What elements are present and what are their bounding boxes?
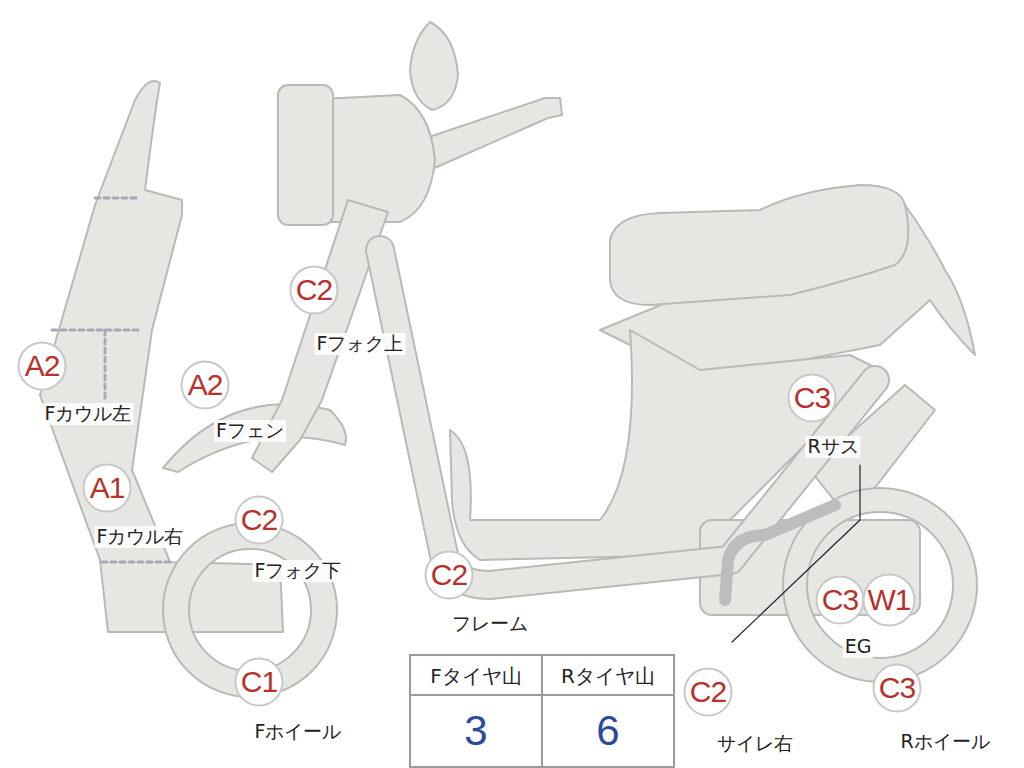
rear-wheel [795, 500, 965, 670]
panel-seam [102, 561, 172, 564]
mirror [410, 22, 458, 110]
damage-code: A2 [25, 351, 60, 381]
table-header: Rタイヤ山 [561, 666, 655, 686]
damage-callout: W1 [862, 573, 916, 627]
table-frame [410, 655, 674, 767]
part-name: フレーム [450, 613, 530, 635]
table-value: 6 [596, 710, 619, 752]
table-value: 3 [464, 710, 487, 752]
damage-callout: C3Rホイール [872, 663, 922, 713]
damage-callout: C2Fフォク上 [289, 265, 339, 315]
damage-callout: A2Fフェン [180, 360, 230, 410]
damage-code: A1 [90, 473, 125, 503]
table-header: Fタイヤ山 [430, 666, 522, 686]
table-grid [410, 655, 674, 767]
damage-code: C3 [794, 383, 830, 413]
part-name: Rサス [805, 436, 860, 458]
damage-callout: C2フレーム [424, 550, 474, 600]
headlight [278, 85, 333, 225]
exhaust-pipe [725, 505, 835, 600]
part-name: Fカウル左 [43, 403, 134, 425]
damage-code: C3 [822, 585, 858, 615]
part-name: Fホイール [253, 721, 344, 743]
damage-code: C2 [296, 275, 332, 305]
damage-code: W1 [868, 585, 911, 615]
damage-callout: C1Fホイール [234, 657, 284, 707]
damage-code: C2 [431, 560, 467, 590]
part-name: サイレ右 [715, 733, 795, 755]
damage-callout: C2Fフォク下 [234, 495, 284, 545]
rear-wheel-fill [795, 500, 965, 670]
damage-code: C1 [241, 667, 277, 697]
damage-code: C2 [690, 677, 726, 707]
seat [610, 185, 908, 305]
damage-callout: C3EG [815, 575, 865, 625]
part-name: EG [843, 636, 874, 658]
front-fender [163, 404, 346, 472]
part-name: Rホイール [898, 731, 991, 753]
damage-callout: A2Fカウル左 [17, 341, 67, 391]
handlebar [420, 98, 562, 170]
part-name: Fフェン [214, 420, 286, 442]
part-name: Fフォク下 [253, 560, 344, 582]
damage-callout: A1Fカウル右 [82, 463, 132, 513]
part-name: Fフォク上 [315, 333, 406, 355]
part-name: Fカウル右 [95, 526, 186, 548]
damage-code: C3 [879, 673, 915, 703]
damage-code: C2 [241, 505, 277, 535]
damage-code: A2 [188, 370, 223, 400]
panel-seam [95, 197, 140, 200]
damage-callout: C3Rサス [787, 373, 837, 423]
damage-callout: C2サイレ右 [683, 667, 733, 717]
